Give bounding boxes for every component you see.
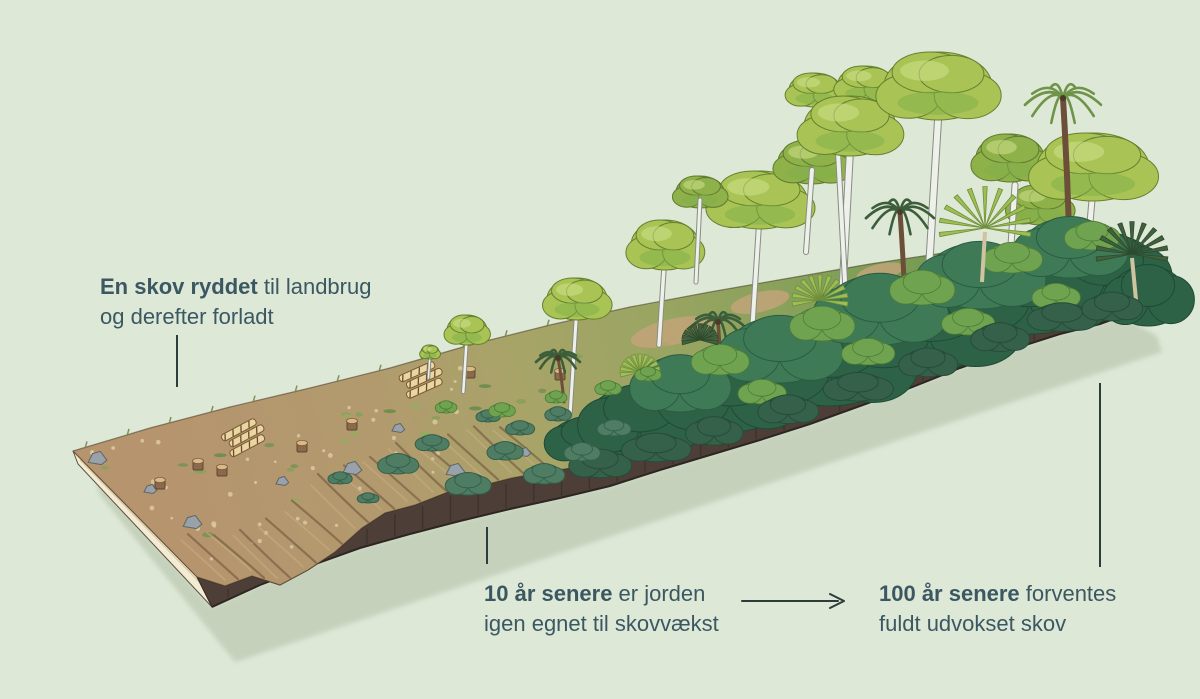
mature-canopies [784,51,1160,202]
palm-trees [534,82,1103,420]
annotation-cleared-land: En skov ryddet til landbrug og derefter … [100,272,371,332]
ground-shadow [95,316,1162,662]
tree-stumps [154,365,566,490]
annotation-bold-text: 100 år senere [879,581,1020,606]
annotation-regular-text: er jorden [612,581,706,606]
annotation-line1: En skov ryddet til landbrug [100,272,371,302]
annotation-bold-text: 10 år senere [484,581,613,606]
connector-line-cleared-land [176,335,178,387]
annotation-100-years: 100 år senere forventes fuldt udvokset s… [879,579,1116,639]
progression-arrow-icon [741,593,845,609]
annotation-line1: 10 år senere er jorden [484,579,719,609]
regrowth-shrubs [327,366,662,504]
annotation-line2: igen egnet til skovvækst [484,611,719,636]
annotation-bold-text: En skov ryddet [100,274,258,299]
annotation-regular-text: forventes [1019,581,1117,606]
edge-shrubs [568,291,1144,479]
felled-logs [220,361,443,458]
annotation-10-years: 10 år senere er jorden igen egnet til sk… [484,579,719,639]
connector-line-10-years [486,527,488,564]
young-trees [419,170,816,419]
annotation-line2: og derefter forladt [100,304,274,329]
annotation-line2: fuldt udvokset skov [879,611,1067,636]
annotation-regular-text: til landbrug [257,274,372,299]
annotation-line1: 100 år senere forventes [879,579,1116,609]
connector-line-100-years [1099,383,1101,567]
